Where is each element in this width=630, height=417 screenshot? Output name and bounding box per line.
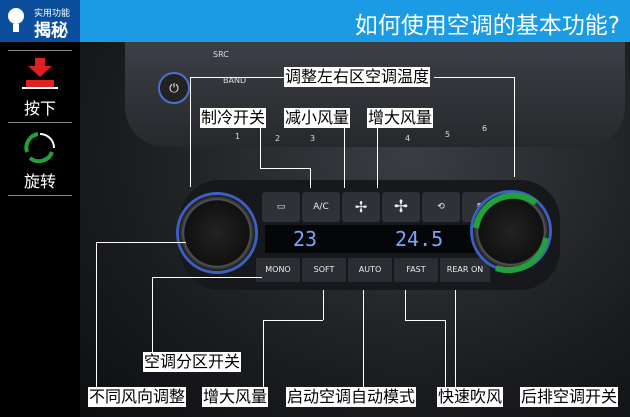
- mono-button[interactable]: MONO: [256, 258, 300, 282]
- label-rear: 后排空调开关: [520, 387, 619, 407]
- label-temperature: 调整左右区空调温度: [284, 67, 431, 87]
- logo-subtitle: 实用功能: [34, 9, 71, 19]
- preset-1[interactable]: 1: [235, 132, 241, 141]
- label-direction: 不同风向调整: [88, 387, 187, 407]
- connector-line: [263, 320, 323, 321]
- rotate-arrow-icon: [473, 192, 549, 274]
- connector-line: [260, 168, 310, 169]
- soft-button[interactable]: SOFT: [302, 258, 346, 282]
- connector-line: [152, 277, 262, 278]
- connector-line: [96, 242, 97, 387]
- fan-up-button[interactable]: ✢: [382, 192, 420, 222]
- connector-line: [434, 77, 514, 78]
- connector-line: [455, 290, 456, 387]
- label-ac: 制冷开关: [200, 108, 267, 128]
- connector-line: [363, 290, 364, 387]
- ac-button[interactable]: A/C: [302, 192, 340, 222]
- connector-line: [190, 77, 284, 78]
- preset-4[interactable]: 4: [405, 134, 411, 143]
- fast-button[interactable]: FAST: [394, 258, 438, 282]
- title-bar: 如何使用空调的基本功能?: [80, 0, 630, 42]
- rotate-icon: [24, 132, 55, 164]
- radio-unit: SRC BAND 1 2 3 4 5 6: [125, 42, 625, 147]
- connector-line: [310, 168, 311, 188]
- connector-line: [152, 277, 153, 353]
- divider: [8, 50, 72, 51]
- connector-line: [445, 320, 446, 387]
- defrost-button[interactable]: ▭: [262, 192, 300, 222]
- label-zone: 空调分区开关: [143, 352, 242, 372]
- connector-line: [344, 128, 345, 188]
- legend-sidebar: 实用功能 揭秘 按下 旋转: [0, 0, 80, 417]
- divider: [8, 195, 72, 196]
- label-auto: 启动空调自动模式: [286, 387, 417, 407]
- rear-on-button[interactable]: REAR ON: [440, 258, 490, 282]
- left-temperature: 23: [293, 227, 318, 251]
- auto-button[interactable]: AUTO: [348, 258, 392, 282]
- temperature-display: 23 24.5: [265, 225, 475, 253]
- connector-line: [405, 290, 406, 320]
- preset-3[interactable]: 3: [310, 134, 316, 143]
- connector-line: [96, 242, 186, 243]
- fan-down-button[interactable]: ✢: [342, 192, 380, 222]
- band-button[interactable]: BAND: [223, 76, 247, 85]
- recirculation-button[interactable]: ⟲: [422, 192, 460, 222]
- connector-line: [323, 290, 324, 320]
- connector-line: [377, 128, 378, 188]
- connector-line: [263, 320, 264, 387]
- label-fast: 快速吹风: [437, 387, 504, 407]
- feature-logo: 实用功能 揭秘: [0, 0, 80, 42]
- label-fan-down: 减小风量: [284, 108, 351, 128]
- press-down-icon: [22, 58, 58, 89]
- preset-5[interactable]: 5: [445, 130, 451, 139]
- preset-6[interactable]: 6: [482, 124, 488, 133]
- legend-press-label: 按下: [23, 99, 56, 118]
- preset-2[interactable]: 2: [275, 134, 281, 143]
- src-button[interactable]: SRC: [213, 50, 229, 59]
- right-temperature: 24.5: [395, 227, 444, 251]
- legend-rotate-label: 旋转: [23, 172, 56, 191]
- divider: [8, 122, 72, 123]
- left-temperature-knob[interactable]: [176, 192, 258, 274]
- connector-line: [405, 320, 445, 321]
- page-title: 如何使用空调的基本功能?: [354, 13, 620, 39]
- label-fan-up-knob: 增大风量: [202, 387, 269, 407]
- connector-line: [514, 77, 515, 177]
- label-fan-up: 增大风量: [367, 108, 434, 128]
- connector-line: [190, 77, 191, 187]
- power-button[interactable]: ⏻: [158, 72, 190, 104]
- connector-line: [260, 128, 261, 168]
- logo-title: 揭秘: [34, 21, 68, 41]
- lightbulb-icon: [8, 8, 24, 32]
